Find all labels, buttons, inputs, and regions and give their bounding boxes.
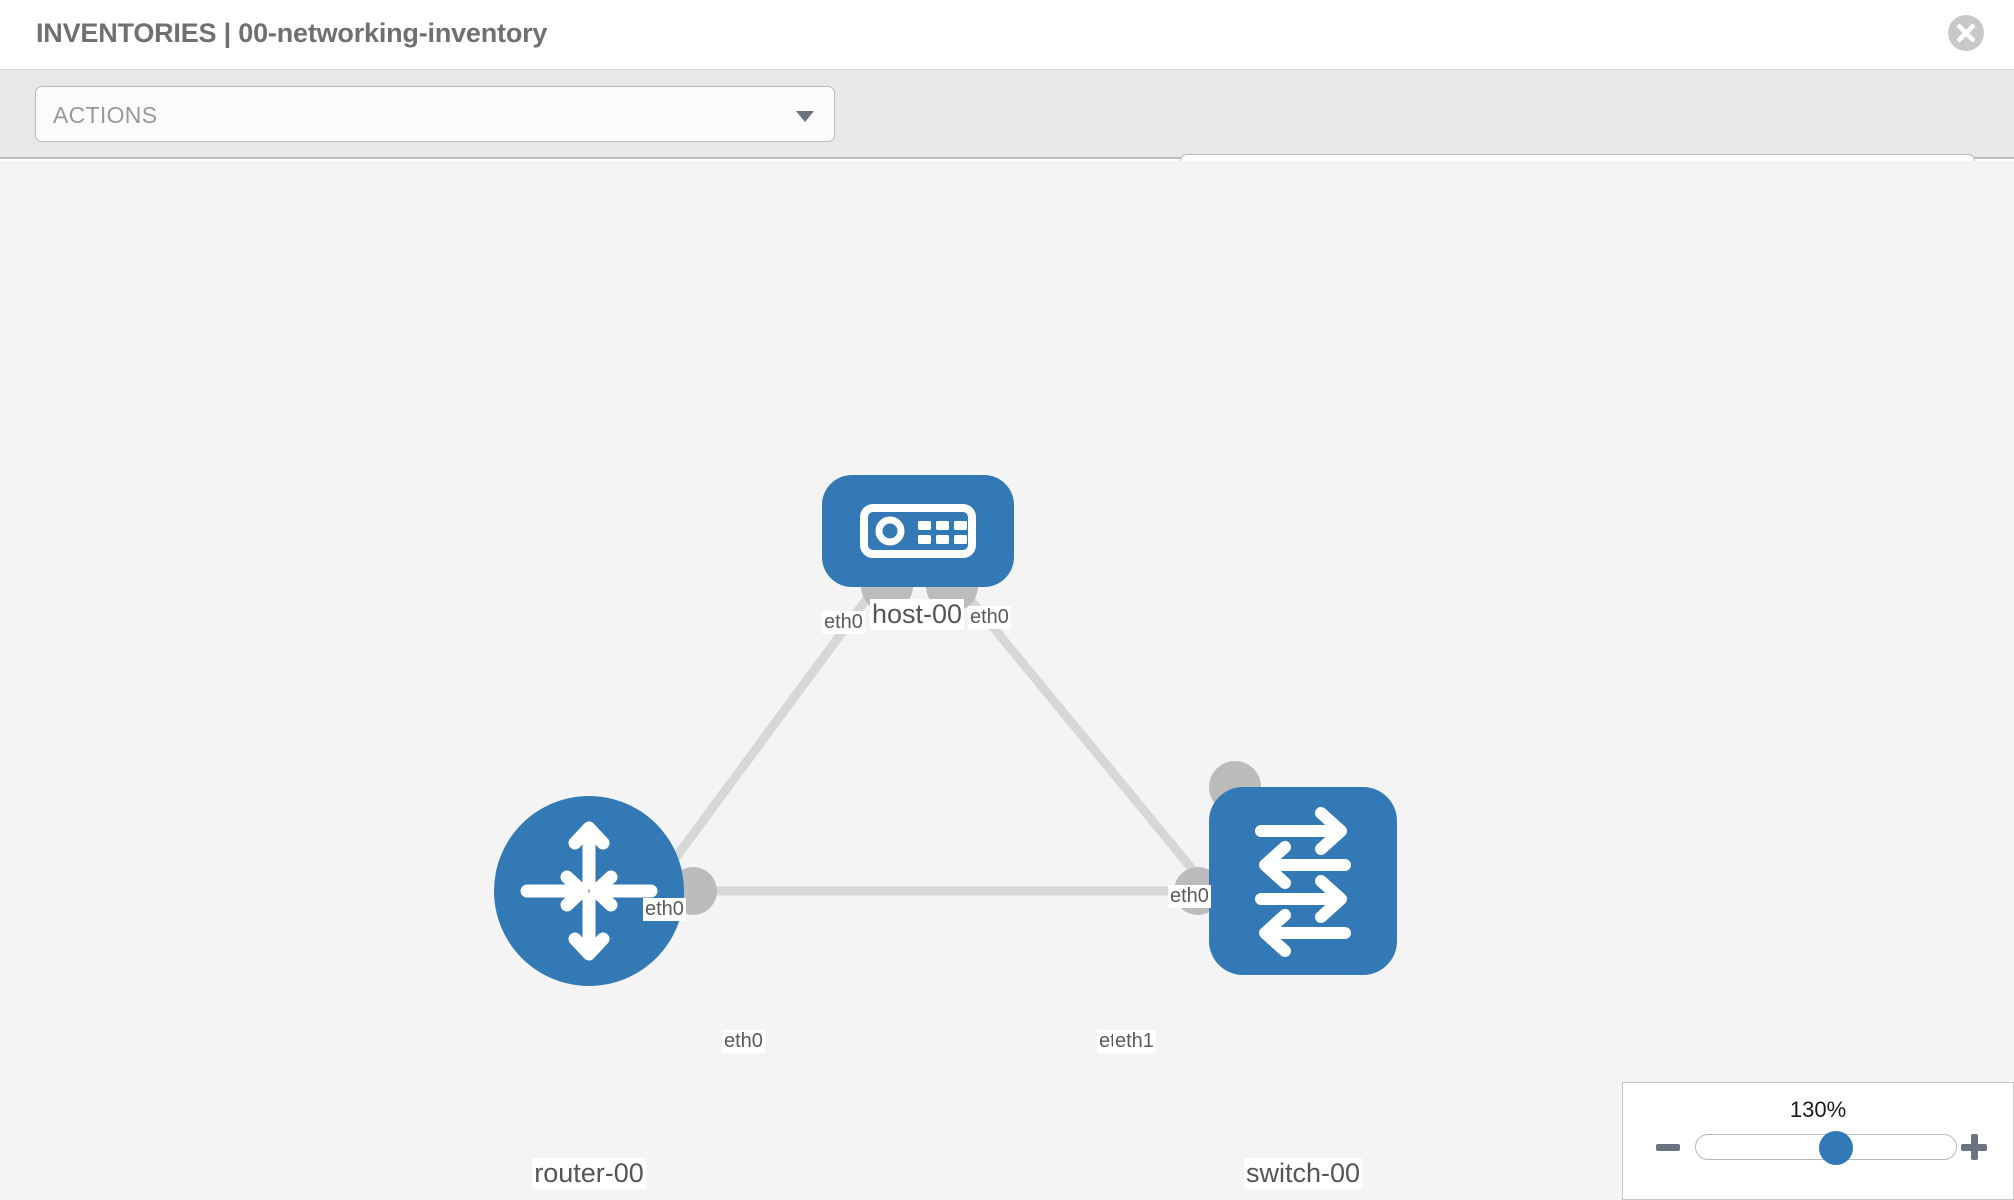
zoom-out-button[interactable] xyxy=(1656,1144,1680,1151)
interface-label-host-router: eth0 xyxy=(822,611,865,634)
node-label-host-00: host-00 xyxy=(869,599,965,630)
page-title: INVENTORIES | 00-networking-inventory xyxy=(36,18,548,48)
zoom-control-panel: 130% xyxy=(1622,1082,2014,1200)
zoom-level-value: 130% xyxy=(1789,1097,1847,1122)
interface-label-router-switch: eth0 xyxy=(722,1030,765,1053)
node-host-00 xyxy=(822,475,1014,587)
actions-dropdown[interactable]: ACTIONS xyxy=(35,86,835,142)
interface-label-host-switch: eth0 xyxy=(968,606,1011,629)
interface-label-switch-host: eth0 xyxy=(1168,885,1211,908)
topology-edges xyxy=(636,578,1239,924)
topology-svg xyxy=(494,475,1397,986)
node-label-switch-00: switch-00 xyxy=(1243,1158,1363,1189)
toolbar: ACTIONS SEARCH xyxy=(0,70,2014,210)
topology-connectors xyxy=(669,560,1261,915)
node-label-router-00: router-00 xyxy=(532,1158,646,1189)
edge-host-router xyxy=(636,578,884,909)
actions-dropdown-label: ACTIONS xyxy=(53,102,158,128)
interface-label-router-host: eth0 xyxy=(643,898,686,921)
zoom-slider-thumb[interactable] xyxy=(1819,1131,1853,1165)
close-icon[interactable] xyxy=(1948,15,1984,51)
page-header: INVENTORIES | 00-networking-inventory xyxy=(0,0,2014,70)
zoom-slider-track[interactable] xyxy=(1695,1131,1957,1165)
zoom-in-button[interactable] xyxy=(1961,1134,1987,1160)
interface-label-switch-eth1: eth1 xyxy=(1113,1030,1156,1053)
node-router-00 xyxy=(494,796,684,986)
node-switch-00 xyxy=(1209,787,1397,975)
chevron-down-icon xyxy=(796,111,814,122)
edge-host-switch xyxy=(951,578,1239,924)
topology-canvas[interactable]: eth0 eth0 eth0 eth0 eth0 eth0 eth1 host-… xyxy=(0,161,2014,1200)
